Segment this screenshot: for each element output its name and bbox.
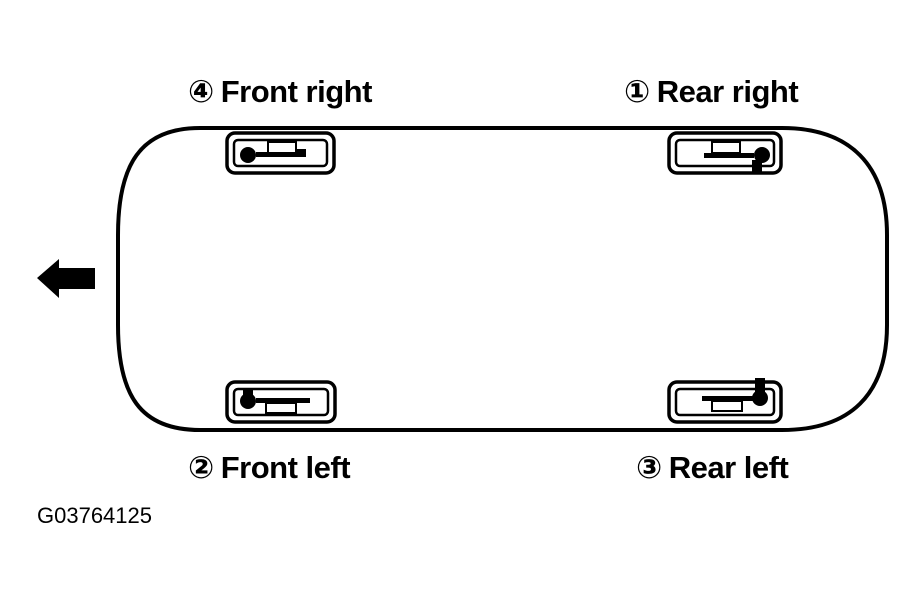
position-text: Front right bbox=[220, 74, 373, 109]
position-number: ③ bbox=[636, 450, 662, 485]
figure-code: G03764125 bbox=[37, 503, 152, 528]
position-text: Rear right bbox=[656, 74, 799, 109]
wheel-sensor-front-left bbox=[225, 380, 337, 424]
wheel-sensor-front-right bbox=[225, 131, 336, 175]
left-arrow-icon bbox=[37, 259, 95, 298]
position-text: Front left bbox=[220, 450, 351, 485]
position-number: ① bbox=[624, 74, 650, 109]
position-number: ④ bbox=[188, 74, 214, 109]
wheel-sensor-rear-right bbox=[667, 131, 783, 175]
position-text: Rear left bbox=[668, 450, 789, 485]
wheel-sensor-rear-left bbox=[667, 378, 783, 424]
position-number: ② bbox=[188, 450, 214, 485]
car-body-outline bbox=[116, 126, 889, 432]
